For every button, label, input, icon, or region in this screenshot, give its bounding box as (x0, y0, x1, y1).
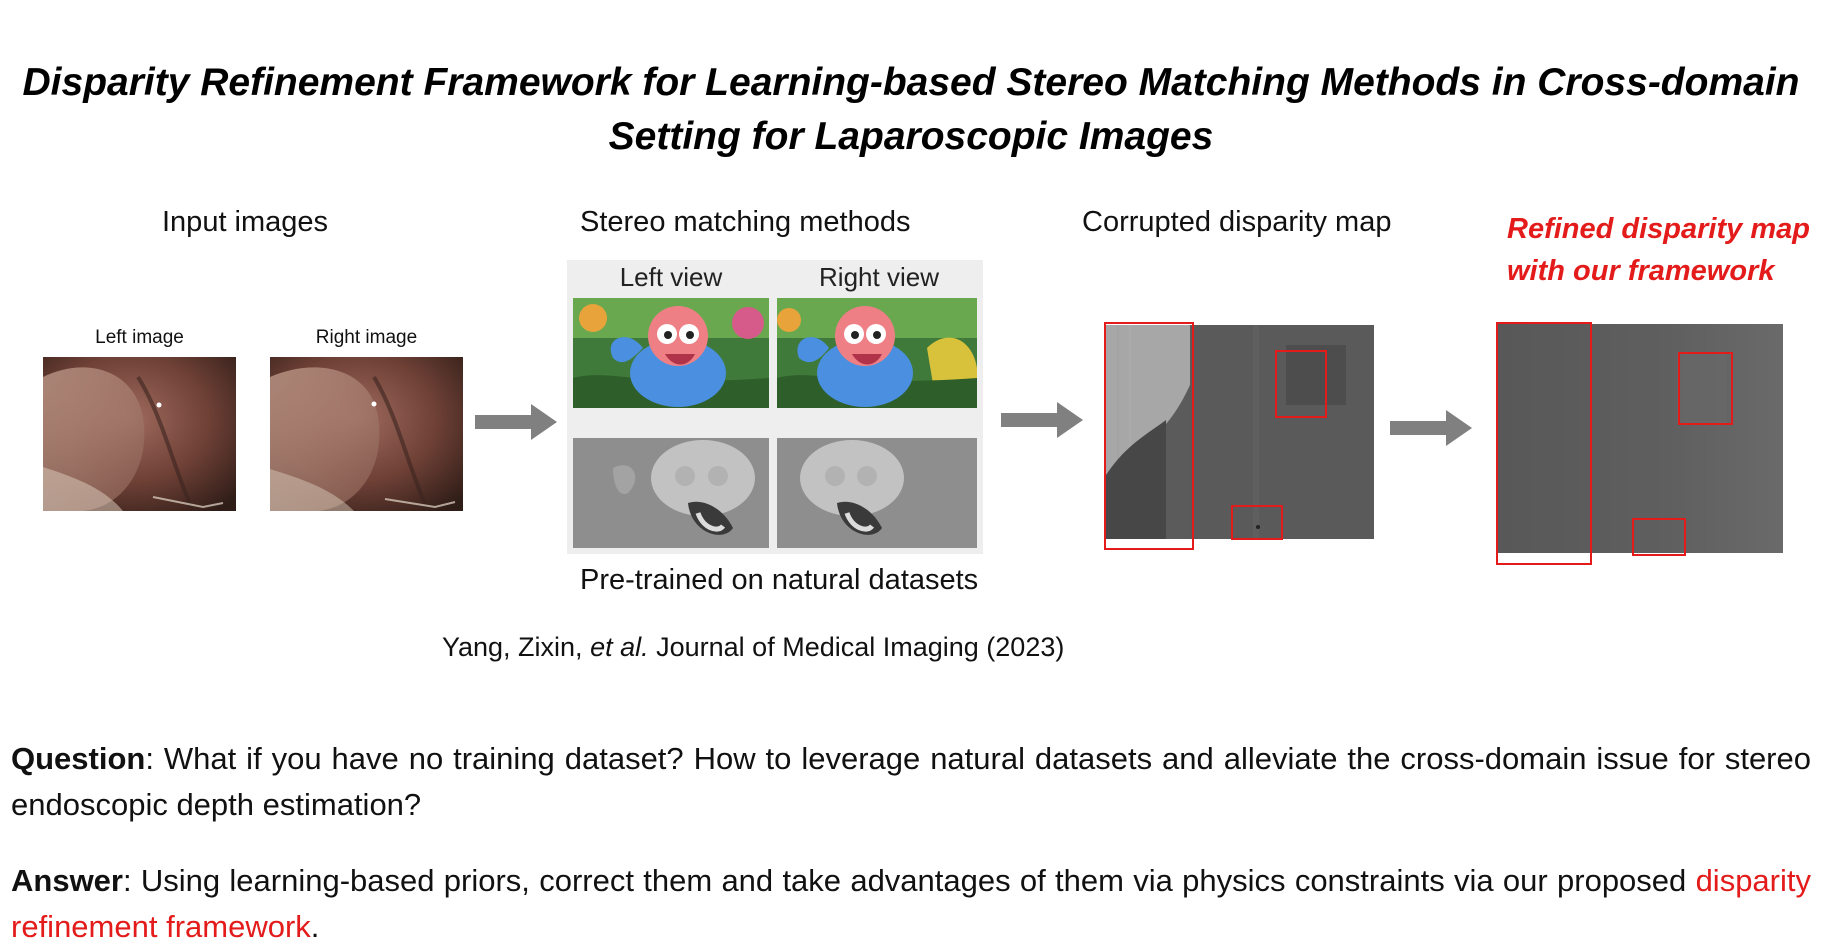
arrow-right-icon (475, 402, 557, 442)
answer-label: Answer (11, 863, 123, 898)
answer-end: . (310, 909, 320, 944)
left-disparity-output (573, 438, 769, 548)
right-disparity-output (777, 438, 977, 548)
highlight-box (1496, 322, 1592, 565)
citation: Yang, Zixin, et al. Journal of Medical I… (442, 632, 1064, 663)
citation-etal: et al. (590, 632, 649, 662)
arrow-right-icon (1390, 408, 1472, 448)
stereo-caption: Pre-trained on natural datasets (580, 564, 979, 596)
question-paragraph: Question: What if you have no training d… (11, 736, 1811, 828)
citation-venue: Journal of Medical Imaging (2023) (648, 632, 1065, 662)
question-text: : What if you have no training dataset? … (11, 741, 1811, 822)
right-image-label: Right image (315, 327, 418, 348)
right-view-label: Right view (819, 262, 939, 292)
refined-disparity-map (1497, 324, 1783, 553)
answer-highlight: disparity refinement framework (11, 863, 1811, 944)
highlight-box (1678, 352, 1733, 425)
highlight-box (1275, 350, 1327, 418)
answer-text: : Using learning-based priors, correct t… (122, 863, 1696, 898)
section-label-refined: Refined disparity map with our framework (1507, 213, 1810, 287)
question-label: Question (11, 741, 146, 776)
highlight-box (1104, 322, 1194, 550)
corrupted-disparity-map (1106, 325, 1374, 539)
section-label-corrupted: Corrupted disparity map (1082, 206, 1392, 238)
right-laparoscopic-image (270, 357, 463, 511)
section-label-input: Input images (162, 206, 329, 238)
answer-paragraph: Answer: Using learning-based priors, cor… (11, 858, 1811, 950)
highlight-box (1632, 518, 1686, 556)
right-view-cartoon-image (777, 298, 977, 408)
page-title: Disparity Refinement Framework for Learn… (22, 61, 1800, 158)
left-laparoscopic-image (43, 357, 236, 511)
left-image-label: Left image (95, 327, 184, 348)
highlight-box (1231, 505, 1283, 540)
citation-authors: Yang, Zixin, (442, 632, 591, 662)
section-label-stereo: Stereo matching methods (580, 206, 911, 238)
arrow-right-icon (1001, 400, 1083, 440)
stereo-matching-panel: Left view Right view (567, 260, 983, 554)
left-view-cartoon-image (573, 298, 769, 408)
left-view-label: Left view (619, 262, 723, 292)
